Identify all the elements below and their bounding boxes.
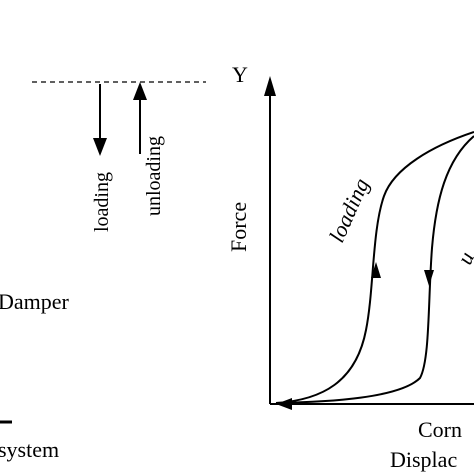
damper-label: Damper	[0, 289, 70, 314]
loading-direction-arrowhead-icon	[371, 262, 381, 278]
y-axis-arrowhead-icon	[264, 76, 276, 96]
x-axis-label-line1: Corn	[418, 417, 462, 442]
force-axis-label: Force	[226, 202, 251, 252]
system-label: system	[0, 437, 59, 462]
unloading-curve	[275, 135, 474, 404]
y-axis-label: Y	[232, 62, 248, 87]
x-axis-label-line2: Displac	[390, 447, 457, 472]
loading-curve	[275, 131, 474, 404]
unloading-label: unloading	[143, 136, 165, 216]
loading-label: loading	[91, 172, 113, 232]
loading-arrowhead-icon	[93, 138, 107, 156]
damper-schematic: loading unloading Damper system	[0, 81, 206, 462]
origin-arrowhead-icon	[276, 398, 292, 410]
hysteresis-plot: Y Force loading u Corn Displac	[226, 62, 474, 472]
loading-curve-label: loading	[324, 174, 374, 246]
unloading-arrowhead-icon	[133, 82, 147, 100]
unloading-curve-label-partial: u	[452, 248, 474, 268]
unloading-direction-arrowhead-icon	[424, 270, 434, 286]
